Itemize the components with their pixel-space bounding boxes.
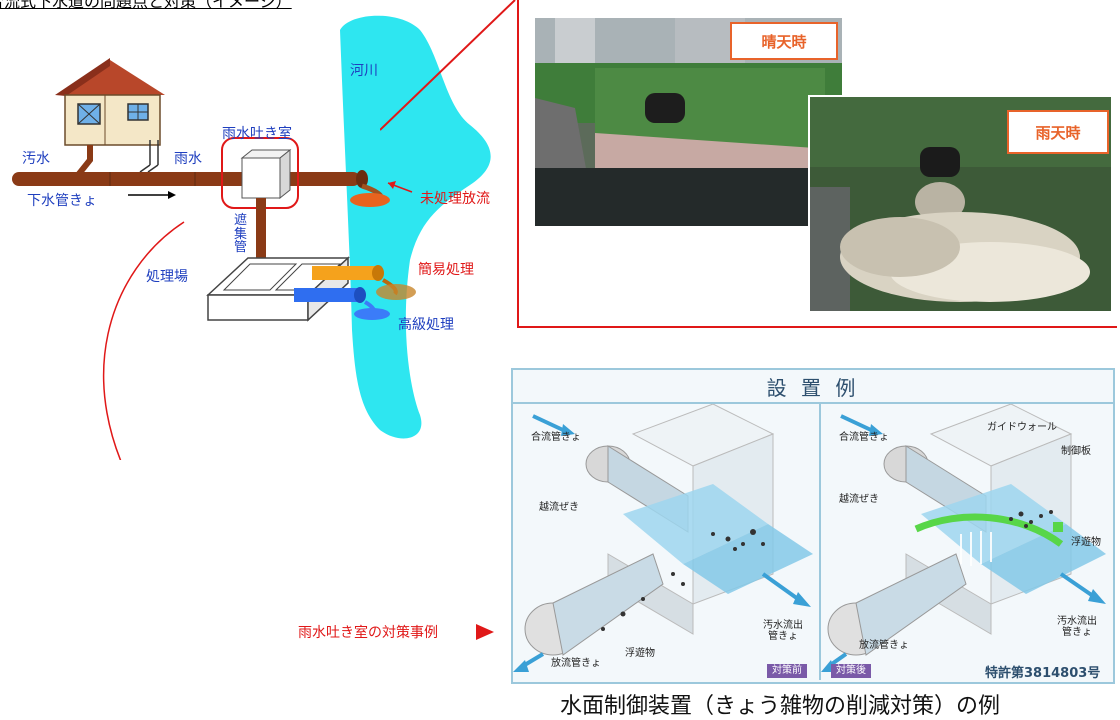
interceptor-label: 遮 集 管 bbox=[234, 213, 248, 256]
after-outflow-label: 汚水流出 管きょ bbox=[1057, 616, 1097, 638]
river-shape bbox=[340, 15, 491, 439]
page-title: 合流式下水道の問題点と対策（イメージ） bbox=[0, 0, 292, 11]
rainwater-label: 雨水 bbox=[174, 151, 202, 167]
photo-frame bbox=[517, 0, 1117, 328]
before-floating-label: 浮遊物 bbox=[625, 648, 655, 659]
rainy-label: 雨天時 bbox=[1007, 110, 1109, 154]
simple-treatment-label: 簡易処理 bbox=[418, 262, 474, 278]
installation-example-panel: 設 置 例 合流管きょ 越流ぜき 浮遊物 放流管きょ 汚水 bbox=[511, 368, 1115, 684]
before-outfall-label: 放流管きょ bbox=[551, 658, 601, 669]
countermeasure-arrow bbox=[102, 221, 185, 460]
river-label: 河川 bbox=[350, 63, 378, 79]
before-tag: 対策前 bbox=[767, 664, 807, 678]
photo-connector-line bbox=[380, 0, 516, 131]
countermeasure-example-label: 雨水吐き室の対策事例 bbox=[298, 625, 438, 641]
patent-number: 特許第3814803号 bbox=[985, 666, 1101, 681]
overflow-chamber-box bbox=[240, 148, 292, 200]
after-inflow-label: 合流管きょ bbox=[839, 432, 889, 443]
control-plate-label: 制御板 bbox=[1061, 446, 1091, 457]
advanced-treatment-label: 高級処理 bbox=[398, 317, 454, 333]
after-weir-label: 越流ぜき bbox=[839, 494, 879, 505]
after-outfall-label: 放流管きょ bbox=[859, 640, 909, 651]
before-weir-label: 越流ぜき bbox=[539, 502, 579, 513]
sewer-pipe-label: 下水管きょ bbox=[27, 193, 97, 209]
before-outflow-label: 汚水流出 管きょ bbox=[763, 620, 803, 642]
untreated-discharge-label: 未処理放流 bbox=[420, 191, 490, 207]
sewage-label: 汚水 bbox=[22, 151, 50, 167]
after-floating-label: 浮遊物 bbox=[1071, 537, 1101, 548]
sunny-photo bbox=[535, 18, 842, 226]
house-illustration bbox=[55, 58, 165, 146]
guide-wall-label: ガイドウォール bbox=[987, 422, 1057, 433]
panel-title: 設 置 例 bbox=[513, 370, 1113, 404]
before-inflow-label: 合流管きょ bbox=[531, 432, 581, 443]
countermeasure-arrowhead bbox=[476, 624, 494, 640]
after-device-diagram bbox=[821, 404, 1106, 672]
sewer-schematic bbox=[12, 15, 491, 460]
sunny-label: 晴天時 bbox=[730, 22, 838, 60]
before-device-diagram bbox=[513, 404, 813, 672]
after-tag: 対策後 bbox=[831, 664, 871, 678]
panel-divider bbox=[819, 402, 821, 680]
overflow-chamber-label: 雨水吐き室 bbox=[222, 126, 292, 142]
figure-caption: 水面制御装置（きょう雑物の削減対策）の例 bbox=[560, 694, 1001, 719]
treatment-plant-label: 処理場 bbox=[146, 269, 188, 285]
